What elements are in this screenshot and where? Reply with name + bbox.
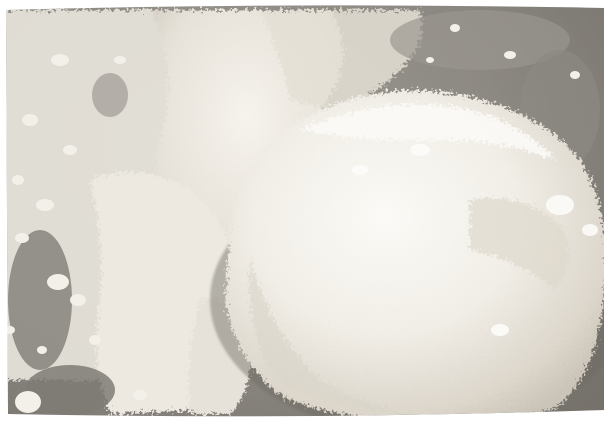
mound-chunks [352, 144, 598, 336]
powder-crumbs [6, 24, 580, 413]
powder-mound [225, 90, 604, 417]
